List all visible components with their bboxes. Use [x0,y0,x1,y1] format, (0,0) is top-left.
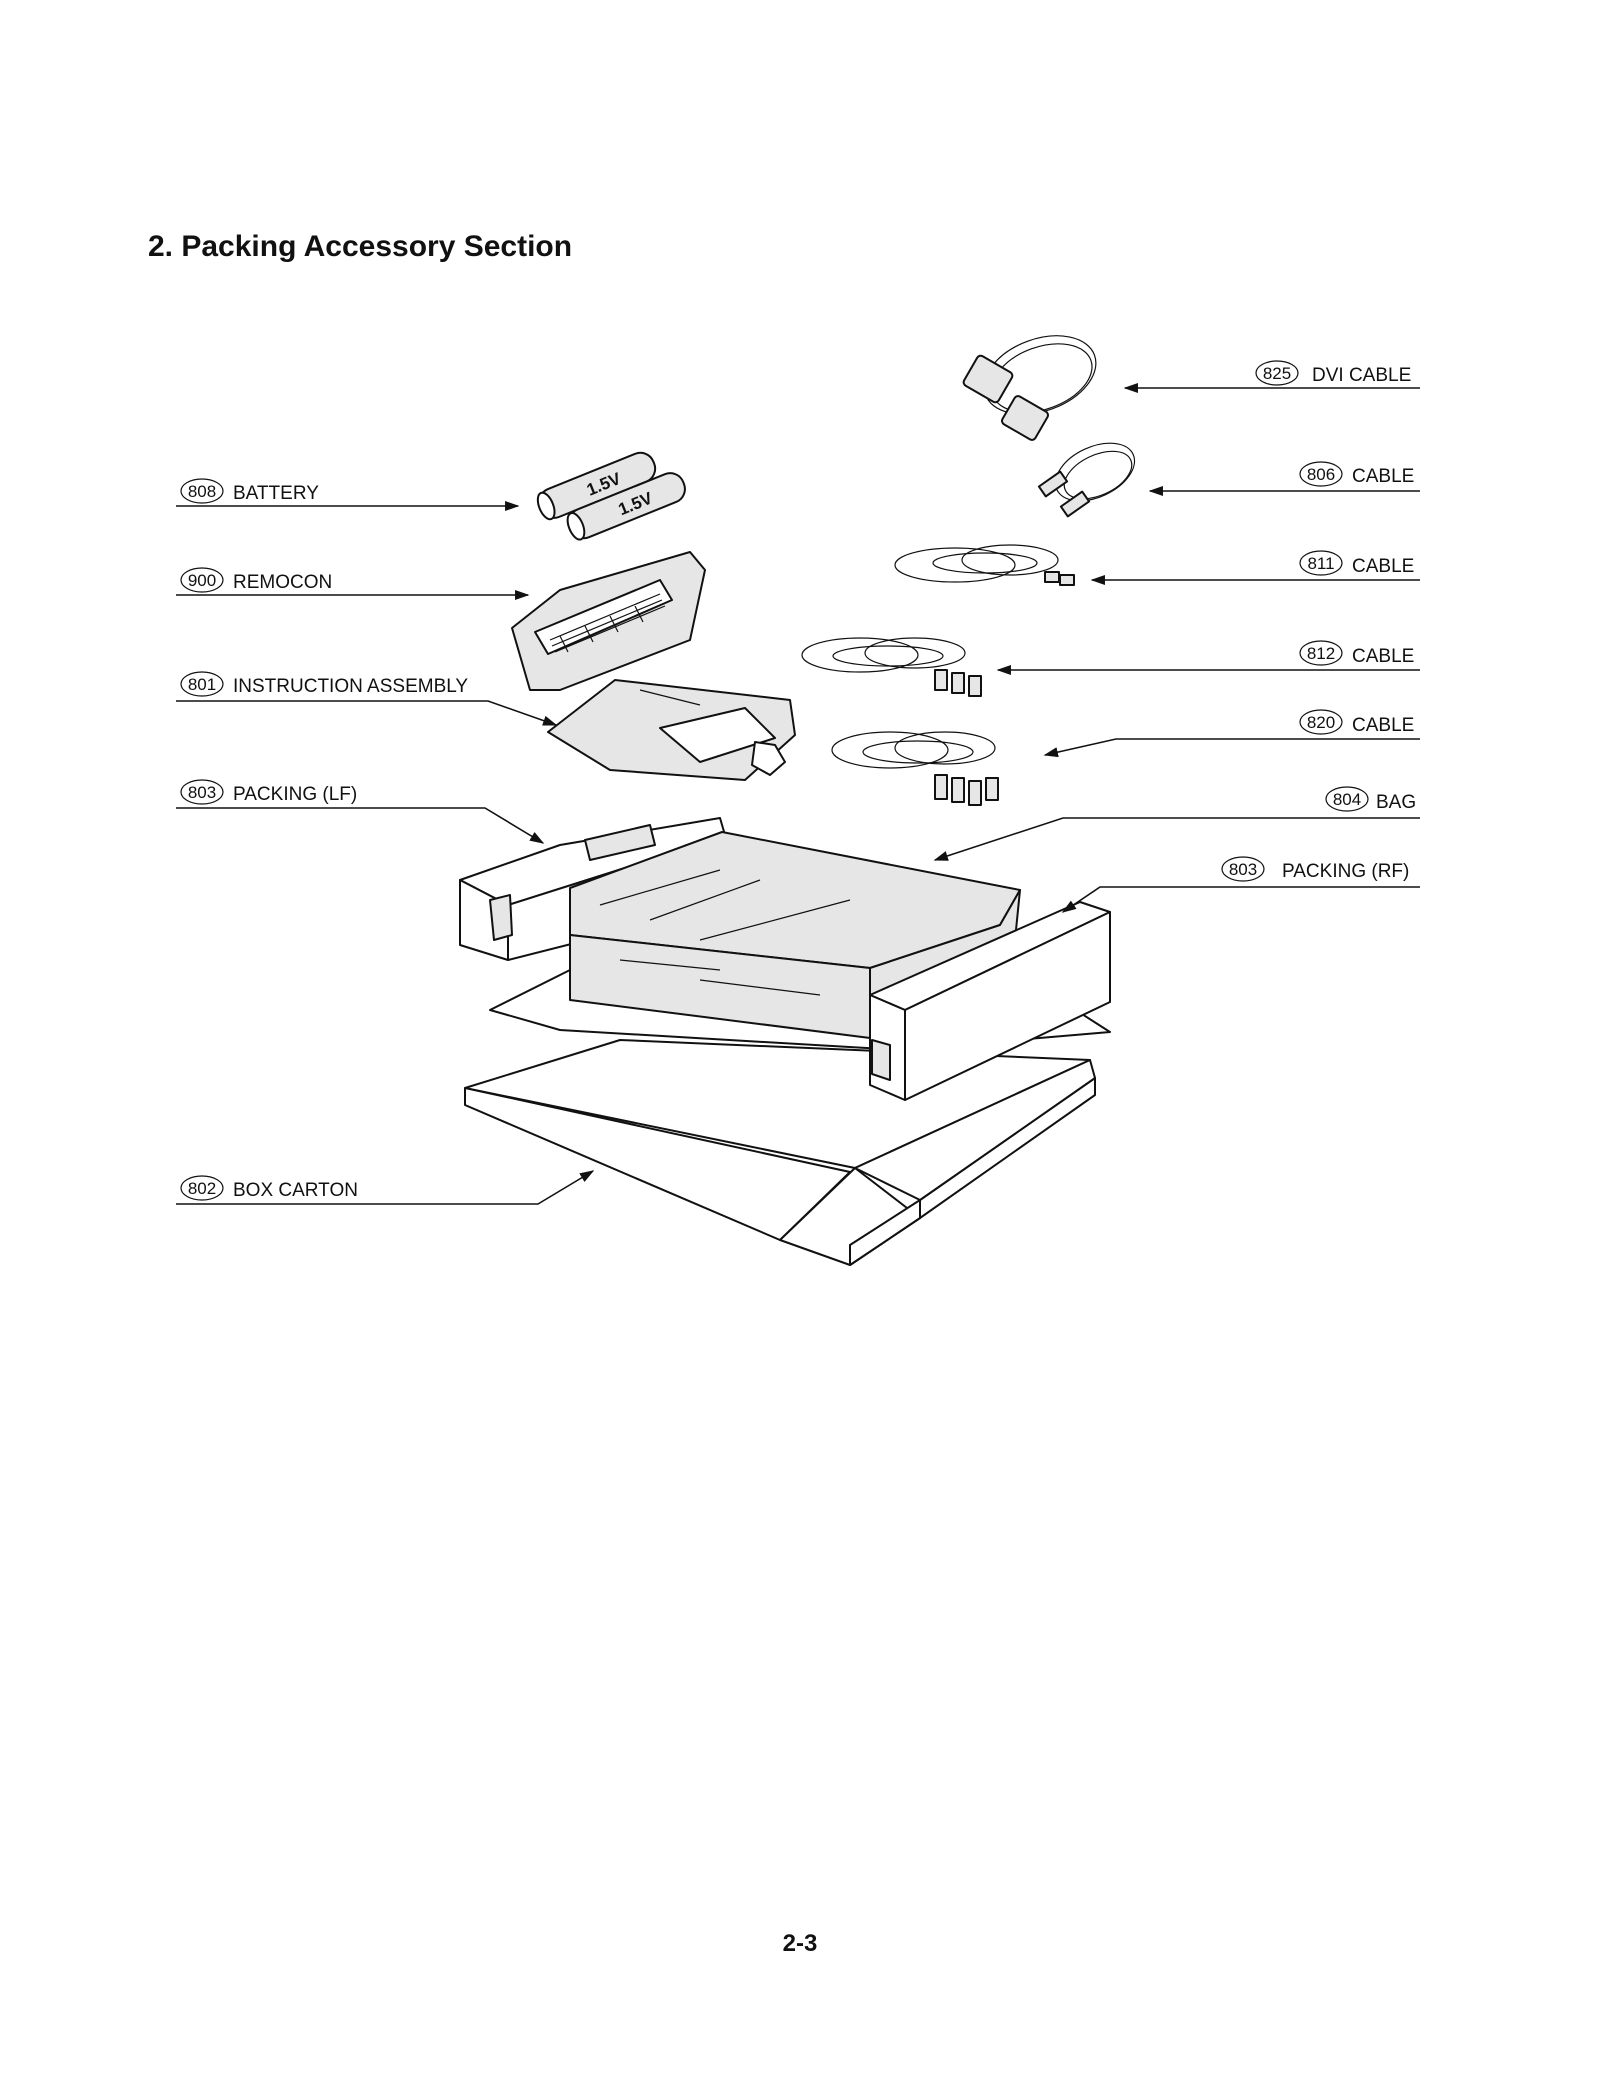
label-dvi-cable: 825 DVI CABLE [1123,360,1420,394]
label-remocon: 900 REMOCON [176,567,530,601]
svg-text:802: 802 [188,1179,216,1198]
label-battery: 808 BATTERY [176,478,520,512]
label-packing-lf: 803 PACKING (LF) [176,779,545,844]
svg-text:CABLE: CABLE [1352,556,1414,577]
label-cable-811: 811 CABLE [1090,550,1420,586]
cable-812-illustration [801,637,982,697]
page-number: 2-3 [782,1930,818,1957]
label-bag: 804 BAG [933,786,1420,861]
remocon-illustration [511,551,706,691]
svg-text:REMOCON: REMOCON [233,572,332,593]
label-cable-806: 806 CABLE [1148,461,1420,497]
svg-text:CABLE: CABLE [1352,646,1414,667]
instruction-assembly-illustration [547,679,796,781]
label-instruction-assembly: 801 INSTRUCTION ASSEMBLY [176,671,558,726]
svg-text:801: 801 [188,675,216,694]
packing-rf-illustration [869,901,1111,1101]
dvi-cable-illustration [962,335,1097,441]
svg-text:820: 820 [1307,713,1335,732]
svg-text:825: 825 [1263,364,1291,383]
cable-811-illustration [894,544,1075,586]
svg-text:804: 804 [1333,790,1361,809]
label-packing-rf: 803 PACKING (RF) [1061,856,1420,913]
svg-text:803: 803 [188,783,216,802]
svg-text:BATTERY: BATTERY [233,483,319,504]
cable-820-illustration [831,731,999,806]
label-cable-812: 812 CABLE [996,640,1420,676]
svg-text:900: 900 [188,571,216,590]
svg-text:806: 806 [1307,465,1335,484]
label-box-carton: 802 BOX CARTON [176,1170,595,1205]
svg-text:CABLE: CABLE [1352,715,1414,736]
svg-text:812: 812 [1307,644,1335,663]
svg-text:811: 811 [1307,554,1334,573]
battery-illustration: 1.5V 1.5V [536,451,686,541]
svg-text:808: 808 [188,482,216,501]
svg-text:DVI CABLE: DVI CABLE [1312,365,1411,386]
svg-text:INSTRUCTION ASSEMBLY: INSTRUCTION ASSEMBLY [233,676,468,697]
svg-text:803: 803 [1229,860,1257,879]
svg-text:CABLE: CABLE [1352,466,1414,487]
label-cable-820: 820 CABLE [1043,709,1420,758]
svg-text:BOX CARTON: BOX CARTON [233,1180,358,1201]
svg-text:PACKING (RF): PACKING (RF) [1282,861,1409,882]
cable-806-illustration [1037,442,1136,518]
svg-text:BAG: BAG [1376,792,1416,813]
svg-text:PACKING (LF): PACKING (LF) [233,784,357,805]
page-title: 2. Packing Accessory Section [148,230,573,263]
